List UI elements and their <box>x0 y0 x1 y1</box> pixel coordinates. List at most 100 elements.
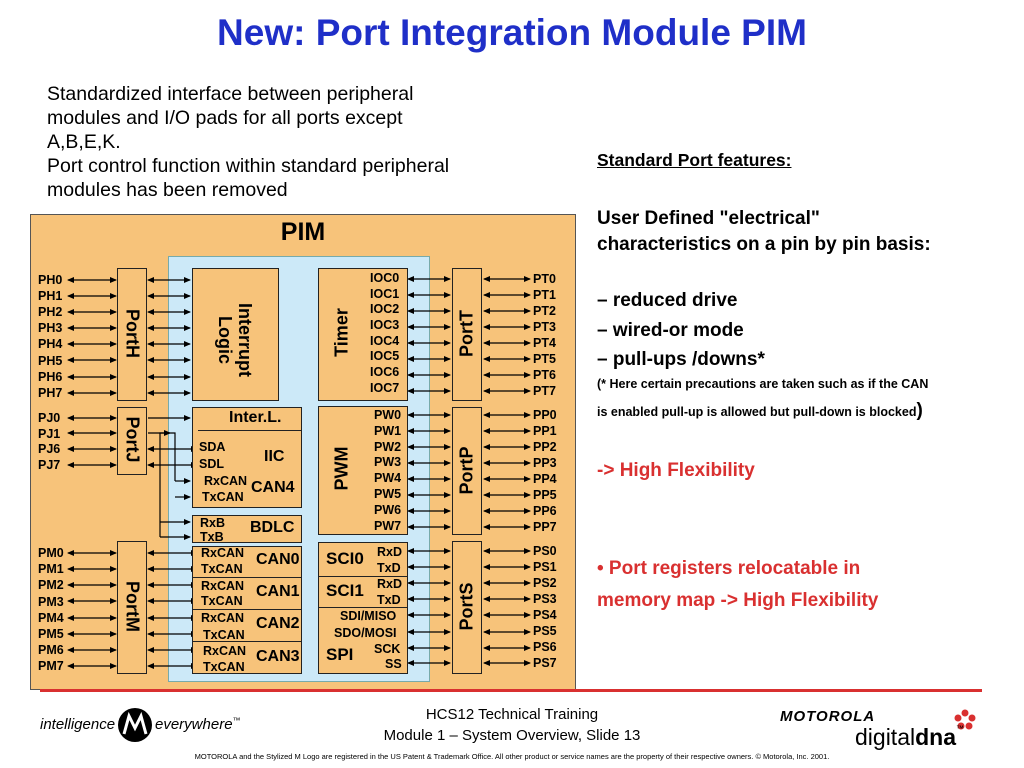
sci-spi-box <box>318 542 408 674</box>
features-item: – wired-or mode <box>597 320 744 341</box>
porth-label: PortH <box>122 309 143 358</box>
pin-label: PS0 <box>533 544 557 558</box>
pin-label: PM7 <box>38 659 64 674</box>
can0-rx-signal: RxCAN <box>201 546 245 560</box>
interl-label: Inter.L. <box>229 409 282 426</box>
can1-rx-signal: RxCAN <box>201 579 245 593</box>
bdlc-label: BDLC <box>250 519 295 536</box>
spi-sck-signal: SCK <box>374 642 401 656</box>
pin-label: PS6 <box>533 640 557 654</box>
can2-rx-signal: RxCAN <box>201 611 245 625</box>
intro-line: modules has been removed <box>47 179 288 201</box>
pin-label: PT5 <box>533 352 556 366</box>
pin-label: PS5 <box>533 624 557 638</box>
signal-label: IOC5 <box>370 349 400 364</box>
pin-label: PS7 <box>533 656 557 670</box>
pin-label: PT4 <box>533 336 556 350</box>
pin-label: PM2 <box>38 578 64 593</box>
bdlc-box <box>192 515 302 543</box>
relocatable-note: • Port registers relocatable in <box>597 558 861 579</box>
porth-box <box>117 268 147 401</box>
features-heading: Standard Port features: <box>597 150 792 170</box>
portj-box <box>117 407 147 475</box>
pin-label: PP5 <box>533 488 557 502</box>
pin-label: PM4 <box>38 610 64 625</box>
pin-label: PM3 <box>38 594 64 609</box>
pin-label: PJ1 <box>38 426 61 441</box>
intro-line: A,B,E,K. <box>47 131 121 153</box>
iic-label: IIC <box>264 448 285 465</box>
features-note-paren: ) <box>916 400 923 421</box>
portj-label: PortJ <box>122 416 143 463</box>
intro-line: Standardized interface between periphera… <box>47 83 414 105</box>
sci-divider <box>318 607 408 608</box>
features-line: characteristics on a pin by pin basis: <box>597 234 931 255</box>
signal-label: PW0 <box>374 408 402 422</box>
slide-title: New: Port Integration Module PIM <box>217 12 807 53</box>
pin-label: PS1 <box>533 560 557 574</box>
pin-label: PS4 <box>533 608 557 622</box>
motorola-logo-icon <box>118 708 152 742</box>
signal-label: IOC7 <box>370 380 400 395</box>
can2-label: CAN2 <box>256 615 300 632</box>
sci1-rx-signal: RxD <box>377 577 403 591</box>
pin-label: PS2 <box>533 576 557 590</box>
pin-label: PH2 <box>38 305 63 320</box>
pin-label: PH0 <box>38 273 63 287</box>
sci1-label: SCI1 <box>326 581 364 600</box>
intro-text: Standardized interface between periphera… <box>47 82 449 202</box>
sci0-tx-signal: TxD <box>377 561 401 575</box>
portp-box <box>452 407 482 535</box>
pin-label: PP1 <box>533 424 557 438</box>
sci0-rx-signal: RxD <box>377 545 403 559</box>
pwm-label: PWM <box>331 446 352 491</box>
pin-label: PT6 <box>533 368 556 382</box>
can-divider <box>192 641 302 642</box>
interl-divider <box>198 430 302 431</box>
pin-label: PH4 <box>38 337 63 352</box>
can4-tx-signal: TxCAN <box>202 490 244 504</box>
intro-line: modules and I/O pads for all ports excep… <box>47 107 403 129</box>
digital-dna-wordmark: digitaldna™ <box>855 724 964 751</box>
spi-ss-signal: SS <box>385 657 402 671</box>
signal-label: PW4 <box>374 471 402 486</box>
pin-label: PH3 <box>38 321 63 336</box>
signal-label: PW2 <box>374 439 402 454</box>
iic-sda-signal: SDA <box>199 440 226 454</box>
pin-label: PM5 <box>38 627 64 641</box>
pin-label: PM1 <box>38 562 64 577</box>
footer-module: Module 1 – System Overview, Slide 13 <box>383 727 641 744</box>
footer-rule <box>40 689 982 692</box>
spi-miso-signal: SDI/MISO <box>340 609 397 623</box>
trademark-symbol: ™ <box>956 724 964 733</box>
pin-label: PT1 <box>533 288 556 302</box>
pin-label: PS3 <box>533 592 557 606</box>
dna-flower-icon <box>954 709 976 730</box>
can2-tx-signal: TxCAN <box>203 628 245 642</box>
legal-notice: MOTOROLA and the Stylized M Logo are reg… <box>194 752 830 761</box>
timer-label: Timer <box>331 308 352 357</box>
can0-label: CAN0 <box>256 551 300 568</box>
motorola-wordmark: MOTOROLA <box>780 708 876 725</box>
pin-label: PP0 <box>533 408 557 422</box>
pin-label: PP6 <box>533 504 557 518</box>
signal-label: PW6 <box>374 502 402 517</box>
features-item: – pull-ups /downs* <box>597 349 765 370</box>
can4-label: CAN4 <box>251 479 295 496</box>
trademark-symbol: ™ <box>232 716 241 725</box>
routing-line <box>159 432 176 537</box>
tagline-everywhere-text: everywhere <box>155 716 233 733</box>
features-line: User Defined "electrical" <box>597 208 820 229</box>
pin-label: PM6 <box>38 643 64 658</box>
signal-label: PW1 <box>374 423 402 438</box>
pin-label: PJ7 <box>38 458 61 473</box>
flexibility-note: -> High Flexibility <box>597 460 755 481</box>
signal-label: IOC6 <box>370 365 400 380</box>
ports-label: PortS <box>456 582 477 631</box>
pin-label: PP7 <box>533 520 557 534</box>
can-divider <box>192 609 302 610</box>
pwm-box <box>318 406 408 535</box>
